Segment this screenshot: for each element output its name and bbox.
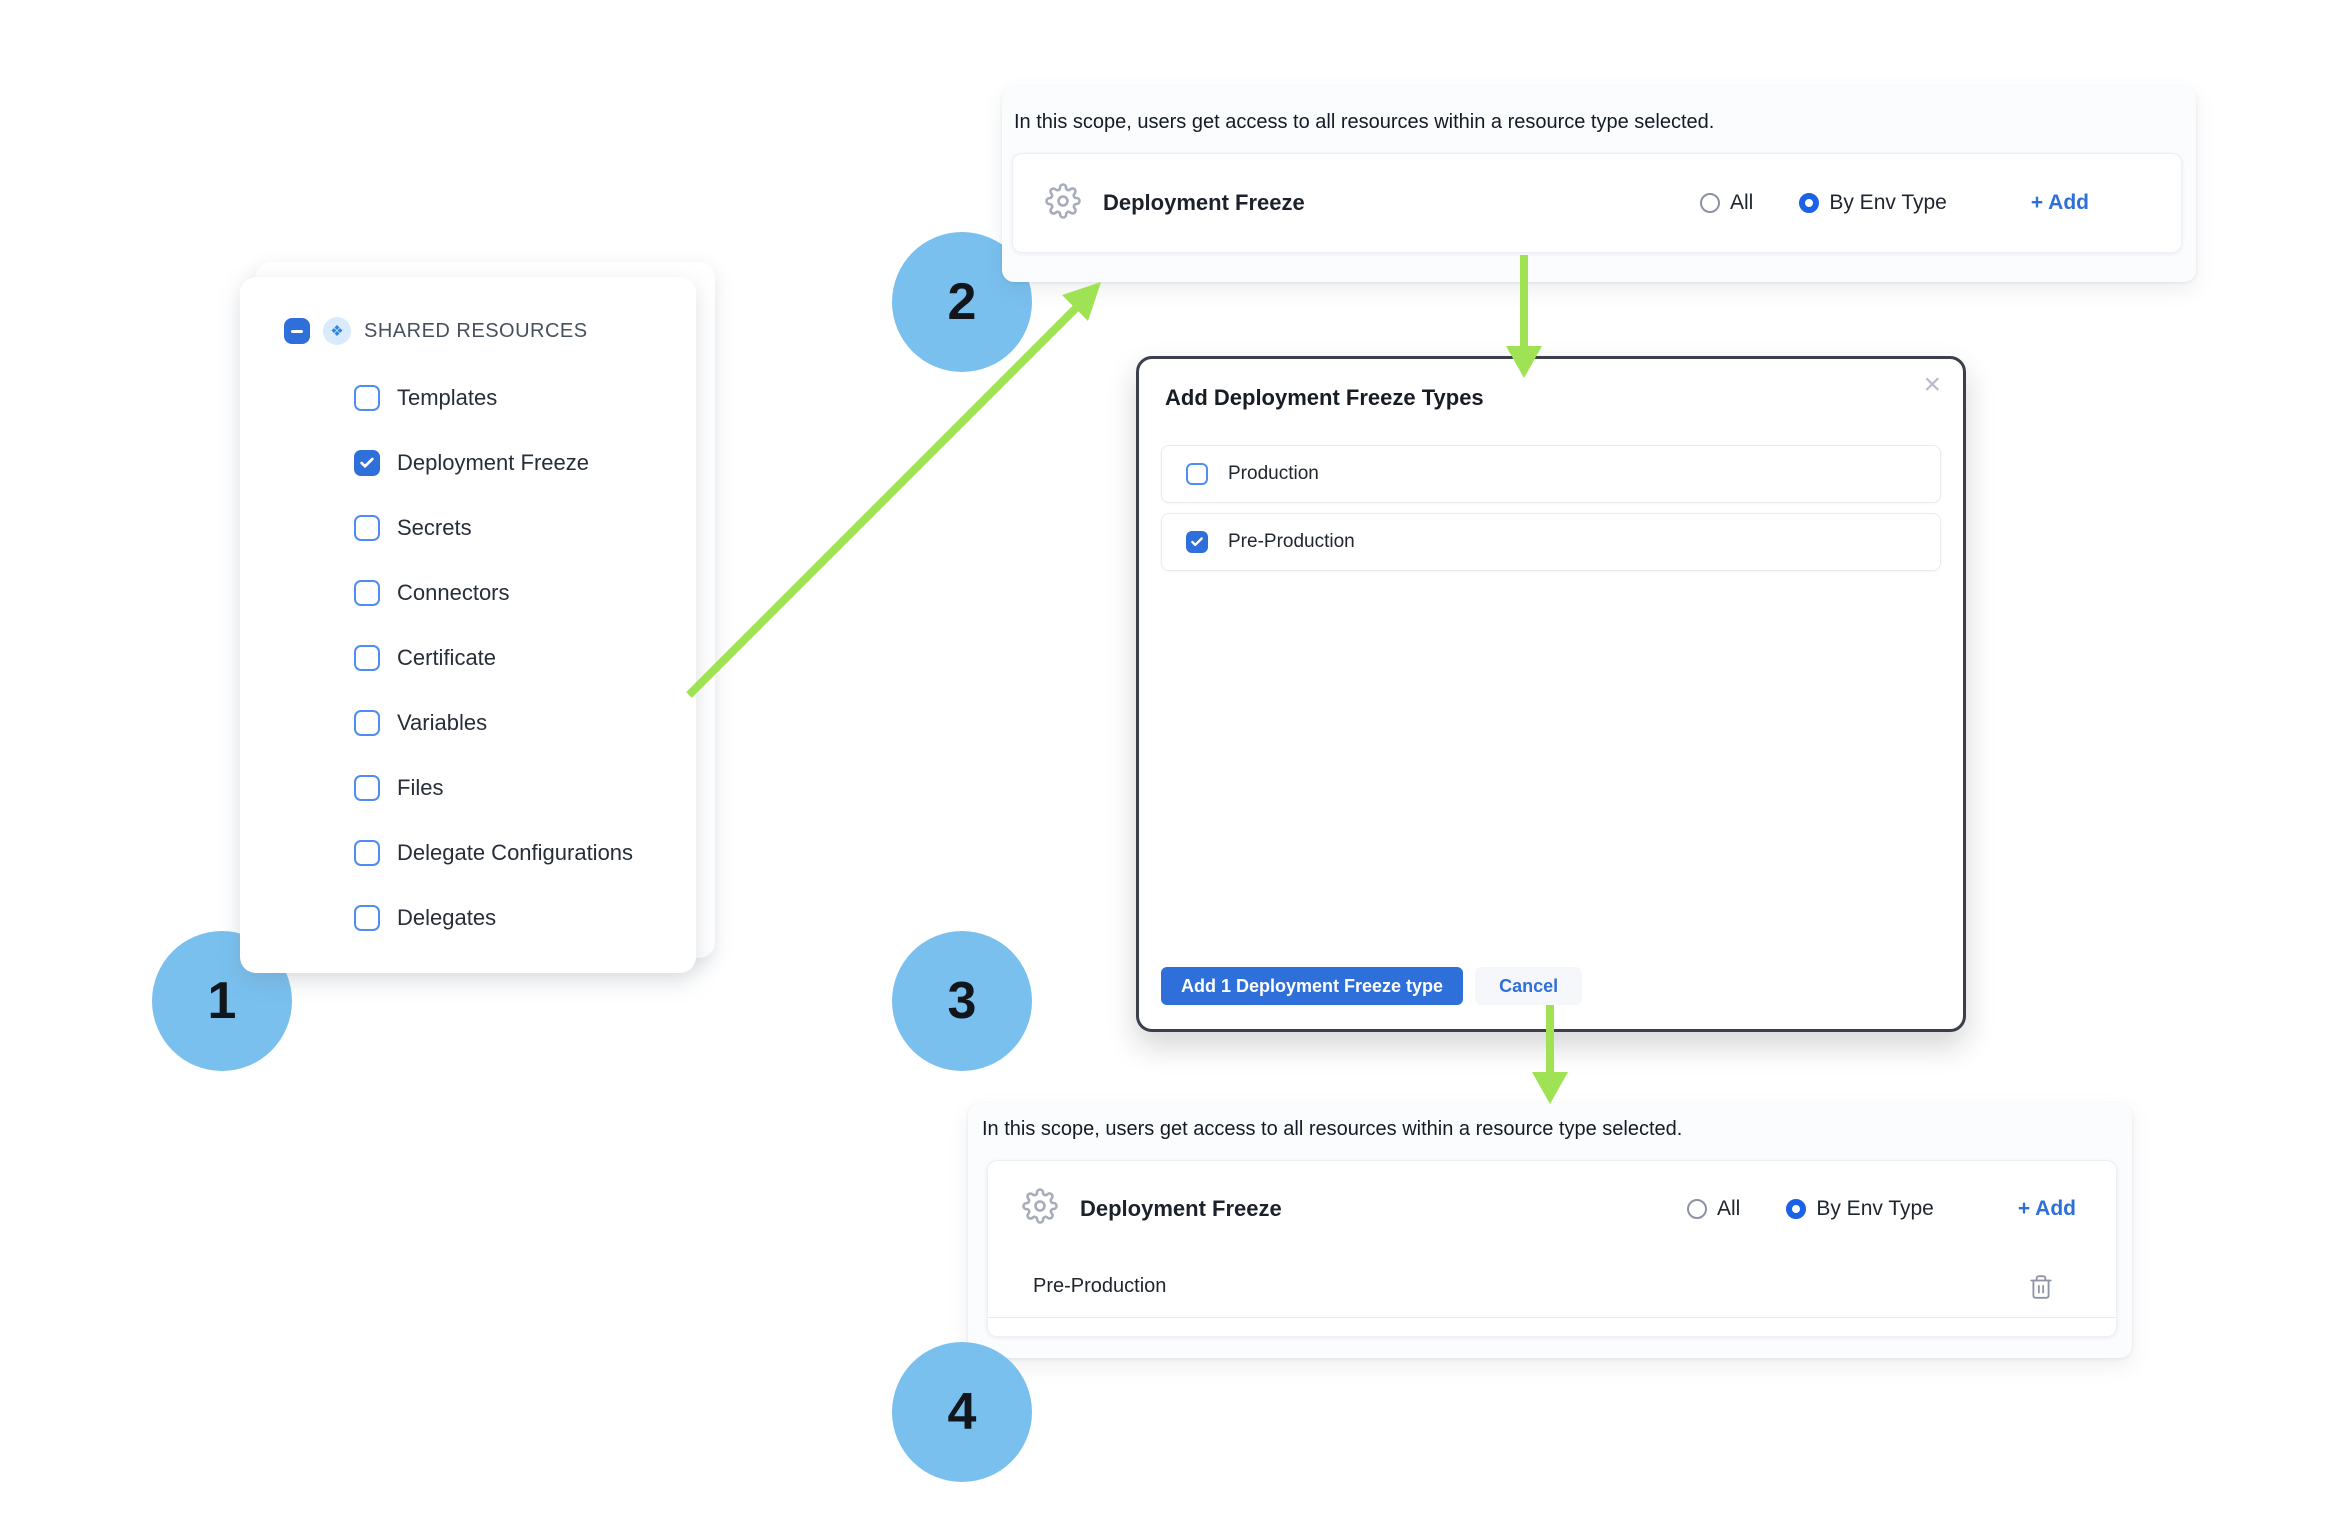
close-icon[interactable]: ×	[1923, 368, 1941, 401]
stacked-card-front: ❖ SHARED RESOURCES Templates Deployment …	[240, 277, 696, 973]
env-type-entry-row: Pre-Production	[988, 1256, 2116, 1318]
resource-name: Deployment Freeze	[1103, 190, 1305, 215]
env-type-entry-label: Pre-Production	[1033, 1275, 1167, 1297]
shared-resources-icon: ❖	[323, 317, 351, 345]
add-deployment-freeze-types-modal: Add Deployment Freeze Types × Production…	[1136, 356, 1966, 1032]
radio-option-all[interactable]: All	[1700, 191, 1753, 215]
gear-icon	[1045, 182, 1081, 224]
check-icon	[360, 457, 374, 468]
resource-type-item[interactable]: Certificate	[354, 625, 696, 690]
freeze-type-row[interactable]: Pre-Production	[1161, 513, 1941, 571]
scope-note: In this scope, users get access to all r…	[982, 1118, 1683, 1140]
resource-checkbox[interactable]	[354, 904, 380, 931]
deployment-freeze-card: Deployment Freeze All By Env Type + Add	[987, 1160, 2117, 1337]
resource-type-label: Delegate Configurations	[397, 839, 634, 865]
shared-resources-header: ❖ SHARED RESOURCES	[284, 315, 696, 347]
radio-by-env-type-label: By Env Type	[1816, 1196, 1934, 1220]
trash-icon	[2030, 1274, 2052, 1299]
deployment-freeze-row: Deployment Freeze All By Env Type + Add	[988, 1161, 2116, 1256]
arrow-down-2-head	[1532, 1072, 1568, 1104]
scope-note: In this scope, users get access to all r…	[1014, 111, 1715, 133]
resource-type-label: Deployment Freeze	[397, 449, 589, 475]
modal-title: Add Deployment Freeze Types	[1165, 385, 1484, 410]
radio-all[interactable]	[1687, 1198, 1707, 1219]
cancel-button[interactable]: Cancel	[1475, 967, 1583, 1005]
resource-checkbox[interactable]	[354, 384, 380, 411]
resource-checkbox[interactable]	[354, 839, 380, 866]
resource-type-label: Delegates	[397, 904, 497, 930]
resource-type-item[interactable]: Delegates	[354, 885, 696, 950]
resource-checkbox[interactable]	[354, 644, 380, 671]
resource-type-label: Variables	[397, 709, 488, 735]
resource-type-list: Templates Deployment Freeze Secrets	[354, 365, 696, 950]
radio-option-all[interactable]: All	[1687, 1197, 1740, 1221]
freeze-type-row[interactable]: Production	[1161, 445, 1941, 503]
radio-by-env-type[interactable]	[1786, 1198, 1807, 1219]
resource-type-label: Secrets	[397, 514, 472, 540]
freeze-type-label: Production	[1228, 463, 1319, 484]
freeze-type-checkbox[interactable]	[1186, 463, 1208, 485]
radio-by-env-type-label: By Env Type	[1829, 191, 1947, 214]
step-badge-3: 3	[892, 931, 1032, 1071]
resource-checkbox[interactable]	[354, 514, 380, 541]
delete-entry-button[interactable]	[2028, 1274, 2054, 1300]
resource-type-label: Templates	[397, 384, 498, 410]
resource-type-item[interactable]: Connectors	[354, 560, 696, 625]
scope-radio-group: All By Env Type	[1700, 191, 1947, 215]
step-badge-4: 4	[892, 1342, 1032, 1482]
resource-checkbox[interactable]	[354, 774, 380, 801]
shared-resources-panel: ❖ SHARED RESOURCES Templates Deployment …	[240, 262, 715, 973]
resource-type-item[interactable]: Delegate Configurations	[354, 820, 696, 885]
add-freeze-type-button[interactable]: Add 1 Deployment Freeze type	[1161, 967, 1464, 1005]
resource-type-item[interactable]: Secrets	[354, 495, 696, 560]
freeze-type-list: Production Pre-Production	[1161, 445, 1941, 581]
resource-type-item[interactable]: Files	[354, 755, 696, 820]
check-icon	[1191, 537, 1203, 547]
freeze-type-label: Pre-Production	[1228, 531, 1355, 552]
resource-type-item[interactable]: Deployment Freeze	[354, 430, 696, 495]
resource-type-item[interactable]: Templates	[354, 365, 696, 430]
radio-by-env-type[interactable]	[1799, 193, 1820, 213]
arrow-diagonal-line	[686, 305, 1079, 698]
resource-type-item[interactable]: Variables	[354, 690, 696, 755]
radio-option-by-env-type[interactable]: By Env Type	[1786, 1197, 1934, 1221]
add-button[interactable]: + Add	[2030, 191, 2089, 214]
radio-all-label: All	[1717, 1196, 1741, 1220]
arrow-diagonal-head	[1062, 282, 1101, 321]
radio-all-label: All	[1730, 191, 1754, 214]
scope-panel-before: In this scope, users get access to all r…	[1002, 86, 2196, 282]
resource-type-label: Connectors	[397, 579, 510, 605]
resource-type-label: Certificate	[397, 644, 497, 670]
shared-resources-title: SHARED RESOURCES	[364, 319, 588, 342]
indeterminate-checkbox[interactable]	[284, 318, 310, 344]
gear-icon	[1022, 1188, 1058, 1229]
resource-checkbox[interactable]	[354, 449, 380, 476]
env-type-entries: Pre-Production	[988, 1256, 2116, 1318]
radio-option-by-env-type[interactable]: By Env Type	[1799, 191, 1947, 215]
radio-all[interactable]	[1700, 193, 1720, 213]
freeze-type-checkbox[interactable]	[1186, 531, 1208, 553]
resource-checkbox[interactable]	[354, 579, 380, 606]
resource-checkbox[interactable]	[354, 709, 380, 736]
deployment-freeze-row: Deployment Freeze All By Env Type + Add	[1012, 153, 2182, 253]
resource-type-label: Files	[397, 774, 444, 800]
resource-name: Deployment Freeze	[1080, 1195, 1282, 1221]
scope-panel-after: In this scope, users get access to all r…	[968, 1103, 2132, 1358]
modal-footer: Add 1 Deployment Freeze type Cancel	[1161, 967, 1583, 1005]
scope-radio-group: All By Env Type	[1687, 1197, 1934, 1221]
add-button[interactable]: + Add	[2017, 1196, 2076, 1220]
